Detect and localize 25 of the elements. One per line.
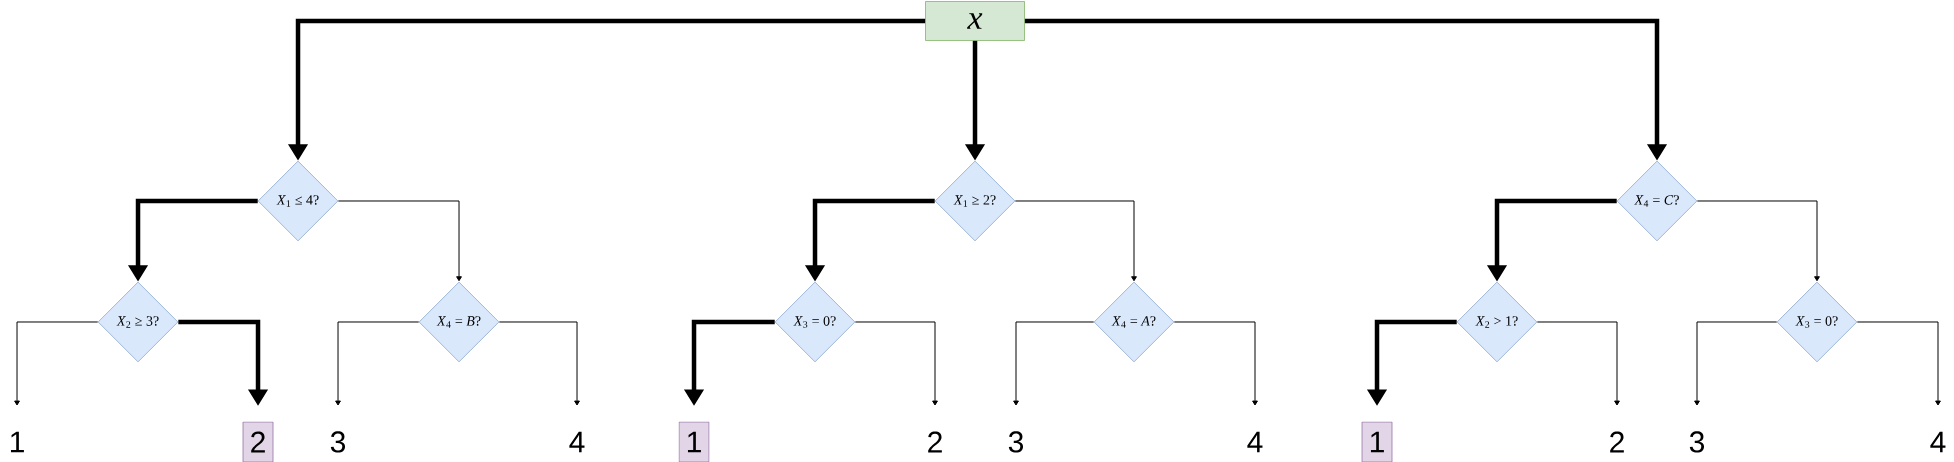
arrow bbox=[1536, 321, 1620, 406]
arrow bbox=[335, 321, 420, 406]
arrow bbox=[498, 321, 580, 406]
highlighted-leaf: 1 bbox=[1361, 421, 1393, 462]
leaf-label: 3 bbox=[330, 431, 346, 453]
leaf-label: 4 bbox=[1930, 431, 1946, 453]
leaf-label: 2 bbox=[1610, 431, 1624, 453]
arrow bbox=[1013, 321, 1095, 406]
leaf-label: 4 bbox=[1247, 431, 1263, 453]
arrow bbox=[14, 321, 99, 406]
arrow bbox=[1696, 200, 1820, 282]
arrow bbox=[1856, 321, 1941, 406]
highlighted-leaf: 2 bbox=[242, 421, 274, 462]
root-box: x bbox=[925, 1, 1025, 41]
arrow bbox=[1173, 321, 1258, 406]
leaf-label: 3 bbox=[1008, 431, 1024, 453]
leaf-label: 3 bbox=[1689, 431, 1705, 453]
leaf-label: 2 bbox=[928, 431, 942, 453]
arrow bbox=[1694, 321, 1778, 406]
leaf-label: 4 bbox=[569, 431, 585, 453]
arrow bbox=[337, 200, 462, 282]
highlighted-leaf: 1 bbox=[678, 421, 710, 462]
arrow bbox=[854, 321, 938, 406]
arrow bbox=[1014, 200, 1137, 282]
leaf-label: 1 bbox=[10, 431, 24, 453]
